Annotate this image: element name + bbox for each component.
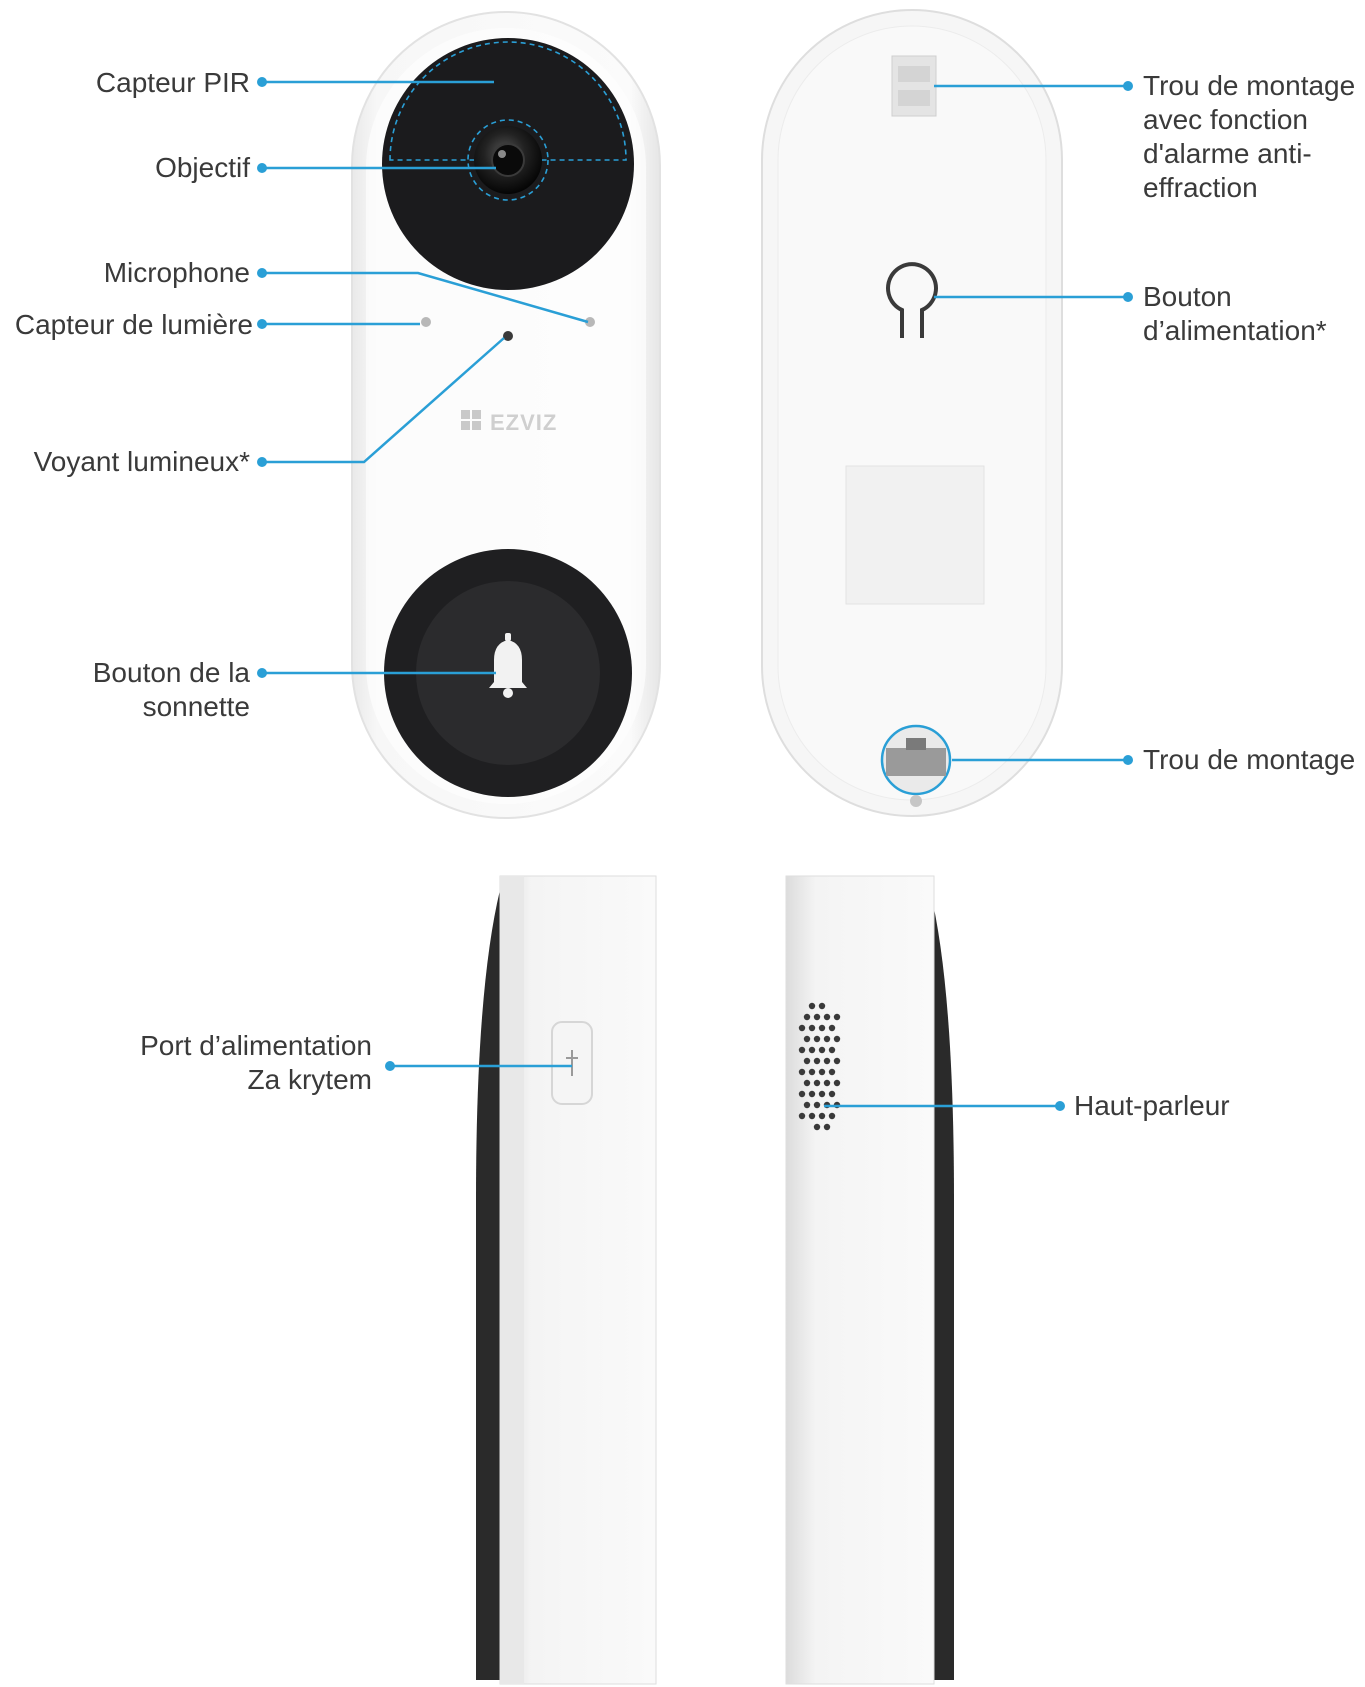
speaker-hole [808,1112,816,1120]
speaker-hole [833,1035,841,1043]
speaker-hole [813,1079,821,1087]
callout-lines [262,80,1128,1108]
light-sensor-dot [421,317,431,327]
left-side-face-edge [476,890,500,1680]
speaker-hole [828,1024,836,1032]
speaker-hole [803,1101,811,1109]
back-label-area [845,465,985,605]
label-power-port: Port d’alimentation Za krytem [140,1030,372,1095]
bell-icon [489,633,527,698]
back-view [761,9,1063,817]
speaker-hole [813,1013,821,1021]
lens-ring-outline [467,119,549,201]
speaker-hole [823,1079,831,1087]
speaker-hole [798,1068,806,1076]
speaker-hole [798,1090,806,1098]
ezviz-logo-text: EZVIZ [490,410,557,435]
speaker-hole [808,1068,816,1076]
speaker-hole [823,1057,831,1065]
power-button-keyhole-icon [886,262,938,338]
speaker-hole [818,1112,826,1120]
callout-dots [257,77,1133,1111]
left-side-body [499,875,657,1685]
label-speaker: Haut-parleur [1074,1090,1230,1121]
speaker-hole [818,1002,826,1010]
microphone-dot [585,317,595,327]
speaker-hole [813,1057,821,1065]
label-power-button: Bouton d’alimentation* [1143,281,1327,346]
speaker-hole [828,1112,836,1120]
mount-hole [886,748,946,776]
speaker-hole [818,1068,826,1076]
right-side-view [785,875,954,1685]
pir-sensor-outline [389,41,627,161]
speaker-hole [823,1013,831,1021]
label-tamper-hole: Trou de montage avec fonction d'alarme a… [1143,70,1356,203]
speaker-hole [823,1035,831,1043]
tamper-hole [891,55,937,117]
speaker-hole [813,1123,821,1131]
label-lens: Objectif [155,152,250,183]
speaker-hole [803,1079,811,1087]
speaker-hole [808,1024,816,1032]
ezviz-logo-mark [461,410,481,430]
right-side-body [785,875,935,1685]
speaker-hole [823,1123,831,1131]
speaker-hole [828,1068,836,1076]
speaker-hole [803,1013,811,1021]
speaker-hole [813,1101,821,1109]
label-light-sensor: Capteur de lumière [14,309,253,340]
speaker-hole [808,1090,816,1098]
label-indicator: Voyant lumineux* [33,446,250,477]
left-side-view [476,875,657,1685]
label-microphone: Microphone [103,257,250,288]
speaker-hole [803,1057,811,1065]
lens-reflection [498,150,506,158]
speaker-hole [798,1024,806,1032]
lens-glass [491,143,525,177]
mount-screw [910,795,922,807]
label-doorbell-button: Bouton de la sonnette [92,657,250,722]
speaker-hole [798,1046,806,1054]
right-side-face-edge [930,890,954,1680]
speaker-hole [803,1035,811,1043]
back-plate-inner [777,25,1047,801]
speaker-hole [818,1046,826,1054]
speaker-hole [798,1112,806,1120]
speaker-hole [833,1079,841,1087]
speaker-hole [808,1046,816,1054]
callout-microphone [262,271,589,324]
speaker-hole [828,1090,836,1098]
speaker-hole [813,1035,821,1043]
speaker-hole [818,1024,826,1032]
indicator-dot [503,331,513,341]
speaker-grille [798,1002,841,1131]
speaker-hole [808,1002,816,1010]
label-mount-hole: Trou de montage [1143,744,1356,775]
callout-indicator [262,337,505,464]
speaker-hole [818,1090,826,1098]
power-port-icon [566,1050,578,1076]
speaker-hole [833,1013,841,1021]
front-view: EZVIZ [351,11,661,819]
speaker-hole [828,1046,836,1054]
speaker-hole [833,1057,841,1065]
label-pir-sensor: Capteur PIR [95,67,250,98]
